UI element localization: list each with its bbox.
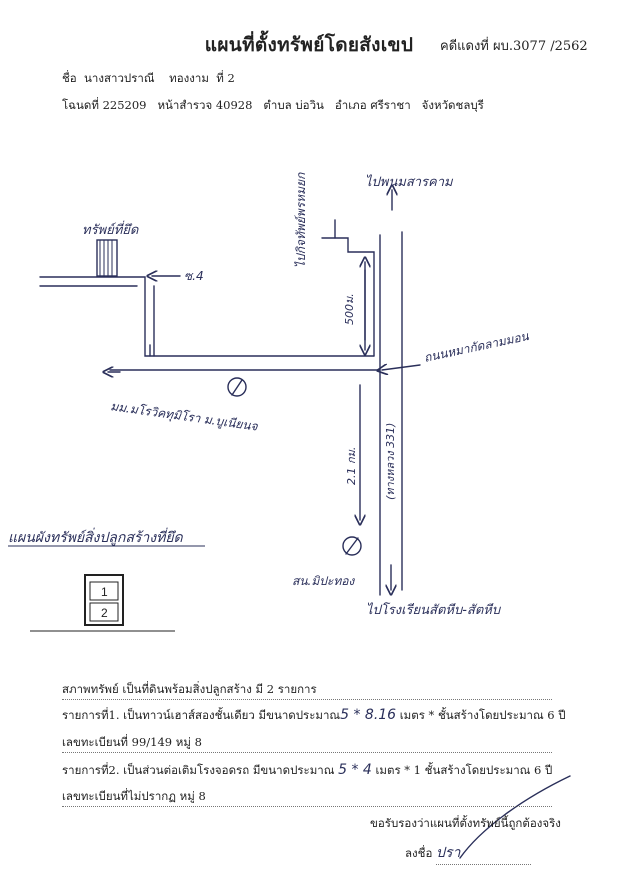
label-village: มม.มโรวิคทุมิโรา ม.บูเนียนจ bbox=[109, 399, 259, 435]
owner-surname: ทองงาม bbox=[169, 71, 209, 85]
label-north-road: ไปกิจทัพย์พรหมยก bbox=[294, 172, 308, 268]
item1-description: รายการที่1. เป็นทาวน์เฮาส์สองชั้นเดียว ม… bbox=[62, 708, 341, 722]
signature: ปรา bbox=[436, 842, 532, 865]
label-south-distance: 2.1 กม. bbox=[345, 447, 358, 485]
label-top-right: ไปพนมสารคาม bbox=[365, 174, 454, 190]
label-junction-road: ถนนหมากัดลามมอน bbox=[423, 329, 531, 365]
item1-suffix: เมตร * ชั้นสร้างโดยประมาณ 6 ปี bbox=[396, 708, 566, 722]
label-seized-property: ทรัพย์ที่ยึด bbox=[82, 220, 139, 238]
province-label: จังหวัด bbox=[421, 98, 456, 112]
item2-suffix: เมตร * 1 ชั้นสร้างโดยประมาณ 6 ปี bbox=[371, 763, 553, 777]
details-line-3: เลขทะเบียนที่ 99/149 หมู่ 8 bbox=[62, 734, 552, 753]
deed-line: โฉนดที่ 225209 หน้าสำรวจ 40928 ตำบล บ่อว… bbox=[62, 97, 484, 115]
property-condition: สภาพทรัพย์ เป็นที่ดินพร้อมสิ่งปลูกสร้าง … bbox=[62, 681, 552, 700]
soi-upper-edge bbox=[39, 276, 375, 357]
floorplan-title: แผนผังทรัพย์สิ่งปลูกสร้างที่ยึด bbox=[8, 527, 184, 546]
certification-text: ขอรับรองว่าแผนที่ตั้งทรัพย์นี้ถูกต้องจริ… bbox=[370, 816, 561, 830]
floorplan-unit-2: 2 bbox=[101, 606, 108, 620]
owner-label: ชื่อ bbox=[62, 71, 77, 85]
amphoe-value: ศรีราชา bbox=[370, 98, 411, 112]
item2-dimensions: 5 * 4 bbox=[338, 762, 372, 778]
amphoe-label: อำเภอ bbox=[334, 98, 367, 112]
signature-line: ลงชื่อ ปรา bbox=[405, 842, 532, 865]
item2-registration: เลขทะเบียนที่ไม่ปรากฏ หมู่ 8 bbox=[62, 788, 552, 807]
label-highway-number: (ทางหลวง 331) bbox=[384, 423, 397, 500]
label-police-station: สน.มิปะทอง bbox=[292, 574, 355, 588]
details-line-4: รายการที่2. เป็นส่วนต่อเติมโรงจอดรถ มีขน… bbox=[62, 762, 552, 780]
details-line-5: เลขทะเบียนที่ไม่ปรากฏ หมู่ 8 bbox=[62, 788, 552, 807]
label-road-distance: 500ม. bbox=[343, 293, 356, 325]
case-number: คดีแดงที่ ผบ.3077 /2562 bbox=[440, 39, 588, 54]
deed-number: 225209 bbox=[102, 98, 147, 112]
item1-dimensions: 5 * 8.16 bbox=[340, 707, 397, 723]
survey-label: หน้าสำรวจ bbox=[157, 98, 213, 112]
label-soi-number: ซ.4 bbox=[184, 269, 204, 283]
item1-registration: เลขทะเบียนที่ 99/149 หมู่ 8 bbox=[62, 734, 552, 753]
owner-line: ชื่อ นางสาวปราณี ทองงาม ที่ 2 bbox=[62, 70, 235, 88]
item2-description: รายการที่2. เป็นส่วนต่อเติมโรงจอดรถ มีขน… bbox=[62, 763, 335, 777]
details-line-2: รายการที่1. เป็นทาวน์เฮาส์สองชั้นเดียว ม… bbox=[62, 707, 566, 725]
owner-order: ที่ 2 bbox=[216, 71, 235, 85]
floorplan-drawing: 1 2 bbox=[30, 574, 175, 632]
tambon-value: บ่อวิน bbox=[295, 98, 324, 112]
signature-stroke bbox=[459, 775, 571, 859]
owner-name: นางสาวปราณี bbox=[84, 71, 155, 85]
sign-label: ลงชื่อ bbox=[405, 846, 433, 860]
police-landmark-circle bbox=[342, 536, 362, 556]
house-block bbox=[96, 239, 118, 277]
details-line-1: สภาพทรัพย์ เป็นที่ดินพร้อมสิ่งปลูกสร้าง … bbox=[62, 681, 552, 700]
village-landmark-circle bbox=[227, 377, 247, 397]
north-branch-road bbox=[321, 237, 375, 357]
province-value: ชลบุรี bbox=[455, 98, 484, 112]
survey-number: 40928 bbox=[215, 98, 253, 112]
floorplan-unit-1: 1 bbox=[101, 585, 108, 599]
page-title: แผนที่ตั้งทรัพย์โดยสังเขป bbox=[204, 34, 414, 56]
deed-label: โฉนดที่ bbox=[62, 98, 99, 112]
tambon-label: ตำบล bbox=[263, 98, 292, 112]
label-bottom-destination: ไปโรงเรียนสัตหีบ-สัตหีบ bbox=[366, 602, 502, 618]
junction-pointer-arrow bbox=[382, 365, 421, 370]
